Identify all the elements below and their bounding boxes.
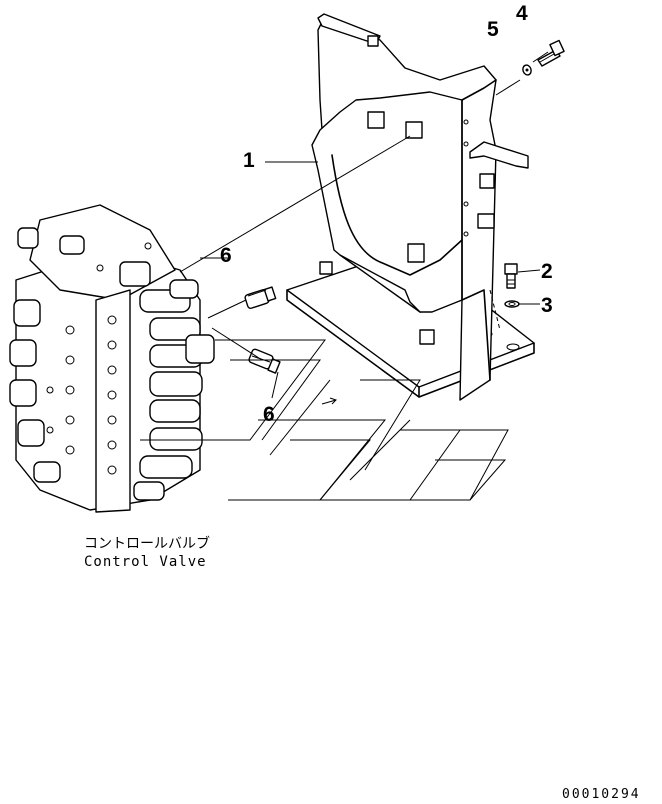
bolt-part-4 [537,39,565,67]
callout-2: 2 [541,260,553,283]
sensor-part-6-upper [244,286,277,309]
drawing-number: 00010294 [562,787,641,802]
leader-lines [179,51,549,399]
callout-6-upper: 6 [220,244,232,267]
valve-spools [133,279,215,501]
washer-part-3 [504,300,520,308]
assembly-arrow-graphic [140,339,509,501]
control-valve [9,204,215,513]
callout-6-lower: 6 [263,403,275,426]
bracket-part-1 [286,13,535,401]
callout-1: 1 [243,149,255,172]
callout-4: 4 [516,2,528,25]
callout-5: 5 [487,18,499,41]
callout-3: 3 [541,294,553,317]
valve-side-fittings [9,227,151,483]
sensor-part-6-lower [248,348,281,374]
caption-japanese: コントロールバルブ [84,535,210,552]
caption-english: Control Valve [84,554,207,570]
bolt-part-2 [504,263,518,289]
small-arrow-mark [321,397,337,405]
washer-part-5 [522,64,532,76]
valve-port-holes [46,242,152,475]
